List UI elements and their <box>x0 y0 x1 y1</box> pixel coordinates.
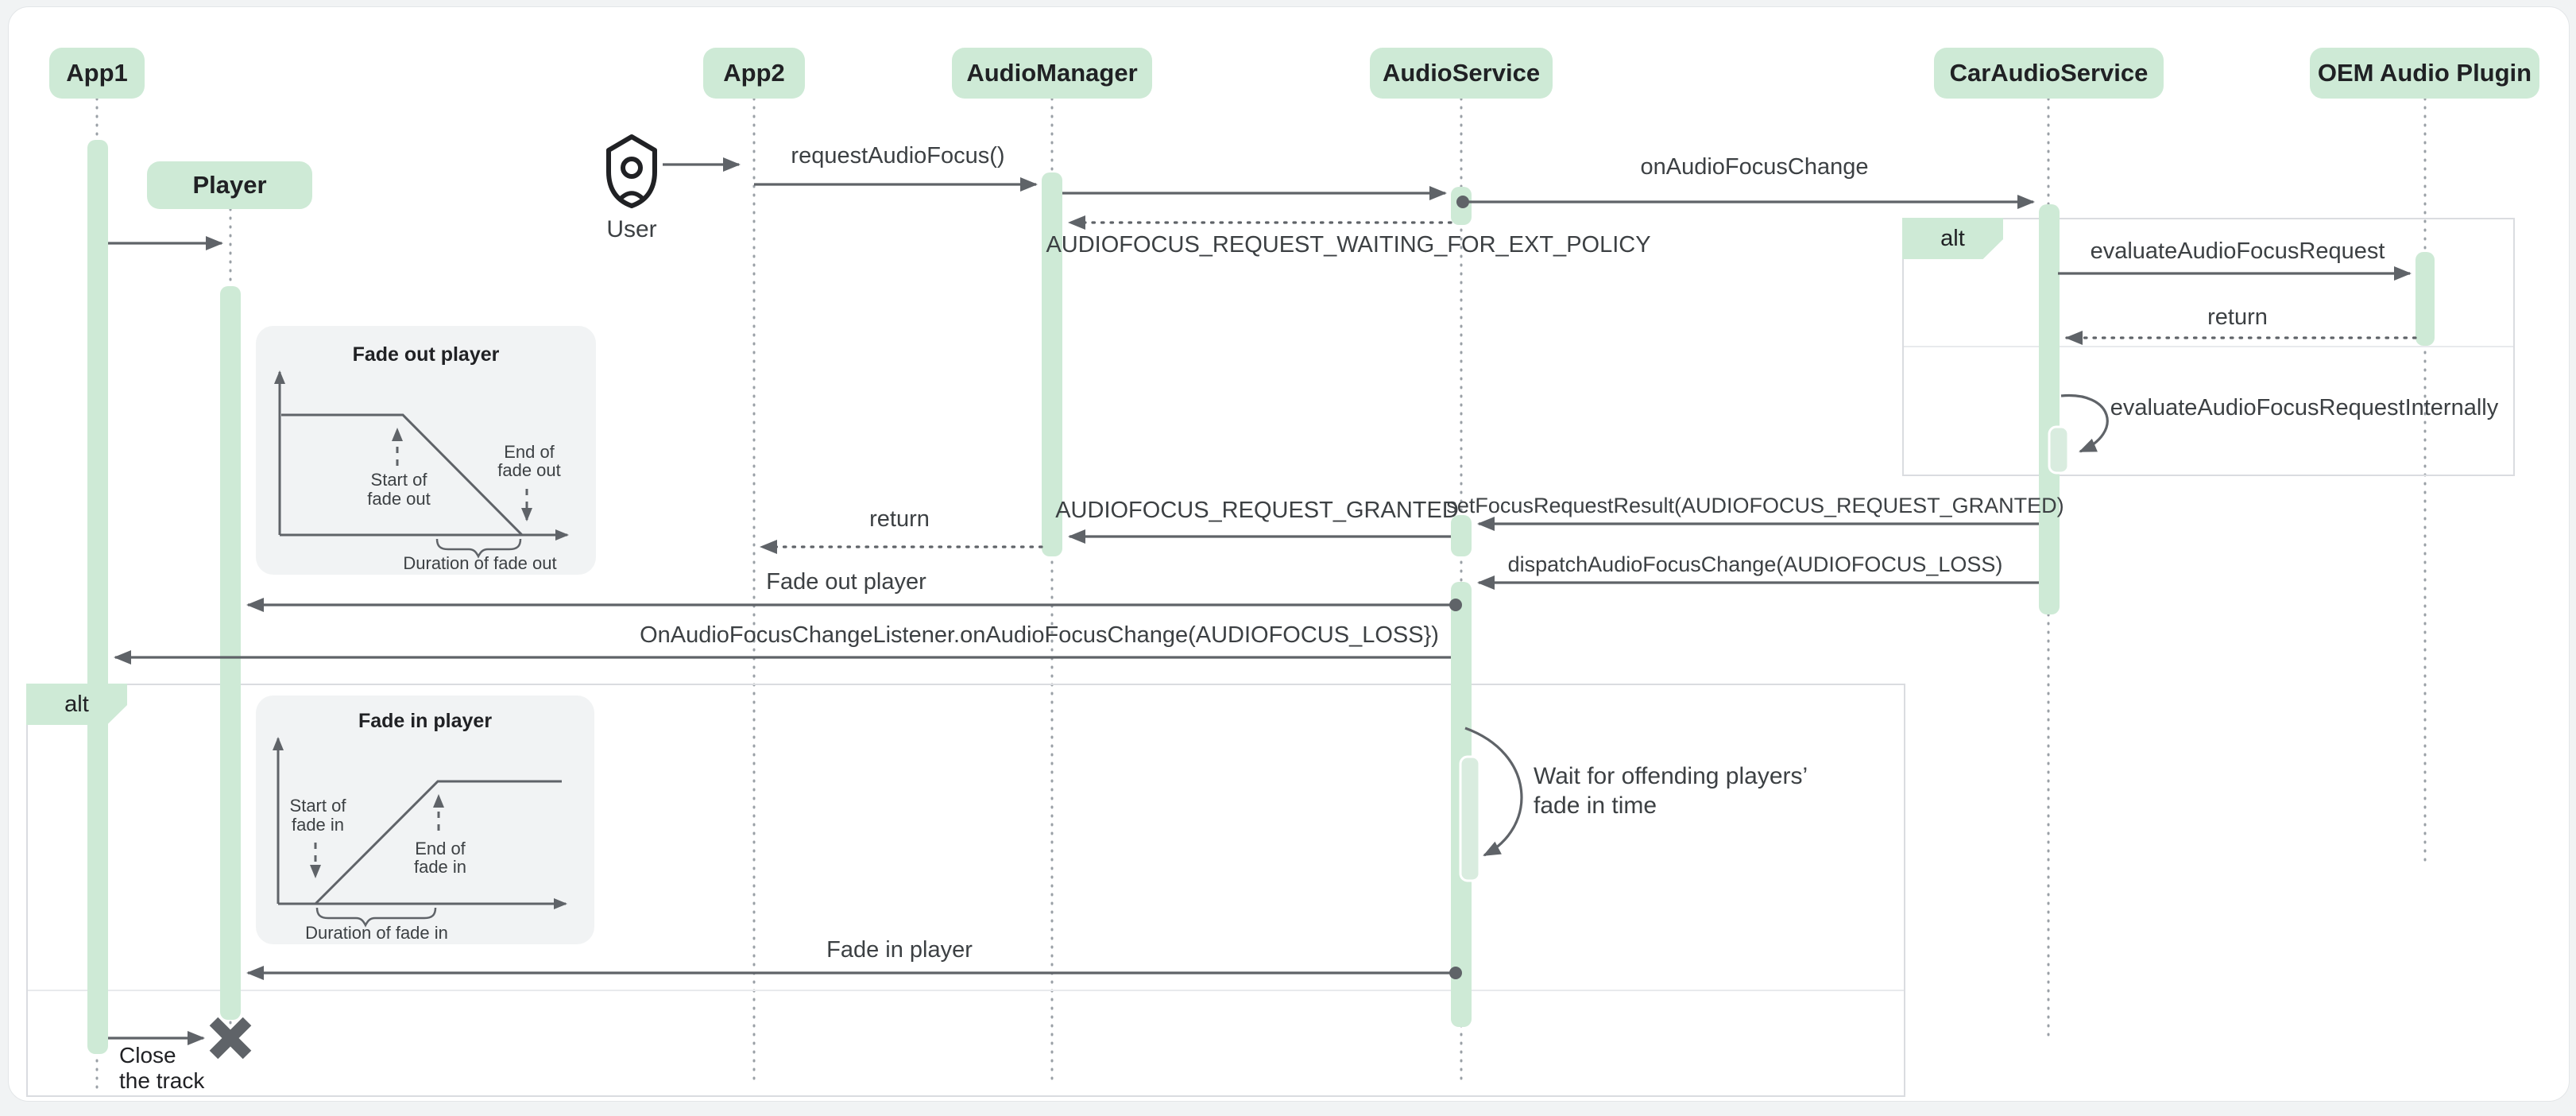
fade-in-start-label-1: Start of <box>290 796 347 816</box>
label-request-audio-focus: requestAudioFocus() <box>791 143 1005 169</box>
participant-oem-audio-plugin: OEM Audio Plugin <box>2310 48 2539 99</box>
object-player: Player <box>147 161 312 209</box>
fade-in-inset: Fade in player Start of fade in End of f… <box>256 696 594 944</box>
object-player-label: Player <box>192 171 267 199</box>
label-manager-return: return <box>869 506 930 532</box>
wait-note: Wait for offending players’ fade in time <box>1534 761 1808 820</box>
alt-tab-right-label: alt <box>1940 225 1965 251</box>
user-label: User <box>606 216 657 242</box>
participant-audioservice: AudioService <box>1370 48 1553 99</box>
wait-note-line1: Wait for offending players’ <box>1534 763 1808 789</box>
close-track-line2: the track <box>119 1068 205 1093</box>
alt-tab-left-label: alt <box>64 691 89 717</box>
fade-out-end-label-1: End of <box>504 442 555 462</box>
participant-app1: App1 <box>49 48 145 99</box>
close-track-label: Close the track <box>119 1043 204 1094</box>
participant-app2: App2 <box>703 48 805 99</box>
alt-fragment-right-divider <box>1904 346 2513 347</box>
fade-out-inset: Fade out player Start of fade out End of… <box>256 326 596 575</box>
label-focus-change-listener: OnAudioFocusChangeListener.onAudioFocusC… <box>640 622 1439 648</box>
participant-audiomanager-label: AudioManager <box>966 59 1138 87</box>
alt-fragment-right <box>1902 218 2515 476</box>
fade-in-signal <box>314 780 562 905</box>
fade-out-end-label-2: fade out <box>497 460 561 480</box>
fade-out-duration-label: Duration of fade out <box>403 553 556 573</box>
fade-out-duration-brace <box>435 538 522 559</box>
label-waiting-ext-policy: AUDIOFOCUS_REQUEST_WAITING_FOR_EXT_POLIC… <box>1046 232 1651 258</box>
alt-tab-right: alt <box>1902 218 2003 259</box>
wait-note-line2: fade in time <box>1534 792 1657 819</box>
label-evaluate-return: return <box>2207 304 2268 330</box>
participant-caraudioservice-label: CarAudioService <box>1949 59 2149 87</box>
fade-out-start-label-1: Start of <box>371 470 428 490</box>
alt-fragment-left-divider <box>28 990 1904 991</box>
label-dispatch-change: dispatchAudioFocusChange(AUDIOFOCUS_LOSS… <box>1507 552 2003 576</box>
label-evaluate-request: evaluateAudioFocusRequest <box>2090 238 2385 264</box>
participant-audiomanager: AudioManager <box>952 48 1152 99</box>
participant-caraudioservice: CarAudioService <box>1934 48 2164 99</box>
participant-audioservice-label: AudioService <box>1382 59 1541 87</box>
participant-app1-label: App1 <box>66 59 128 87</box>
fade-in-end-label-1: End of <box>415 839 466 858</box>
participant-oem-audio-plugin-label: OEM Audio Plugin <box>2317 59 2532 87</box>
fade-in-duration-label: Duration of fade in <box>305 923 448 943</box>
label-fade-in-player: Fade in player <box>826 937 973 963</box>
label-evaluate-internally: evaluateAudioFocusRequestInternally <box>2110 395 2499 420</box>
alt-fragment-left <box>26 684 1905 1097</box>
fade-out-start-label-2: fade out <box>367 489 431 509</box>
label-on-audio-focus-change: onAudioFocusChange <box>1640 154 1869 180</box>
participant-app2-label: App2 <box>723 59 785 87</box>
label-request-granted: AUDIOFOCUS_REQUEST_GRANTED <box>1055 498 1459 523</box>
fade-out-signal <box>281 413 524 537</box>
fade-in-duration-brace <box>315 907 437 928</box>
fade-in-start-label-2: fade in <box>292 815 344 835</box>
fade-in-end-label-2: fade in <box>414 857 466 877</box>
alt-tab-left: alt <box>26 684 127 725</box>
close-track-line1: Close <box>119 1043 176 1068</box>
fade-out-title: Fade out player <box>353 343 500 366</box>
label-set-focus-result: setFocusRequestResult(AUDIOFOCUS_REQUEST… <box>1446 494 2064 517</box>
label-fade-out-player: Fade out player <box>766 569 926 595</box>
fade-in-title: Fade in player <box>358 710 492 732</box>
